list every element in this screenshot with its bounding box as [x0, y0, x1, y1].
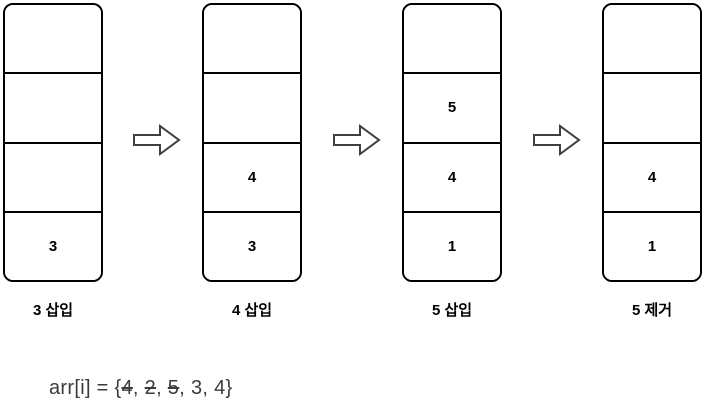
stack-cell: 1 — [604, 210, 700, 280]
stack-label-push-3: 3 삽입 — [32, 302, 74, 319]
stack-column-3: 5 4 1 5 삽입 — [402, 3, 502, 320]
right-block-arrow-icon — [333, 124, 381, 156]
stack-box-2: 4 3 — [202, 3, 302, 282]
stack-cell — [5, 72, 101, 142]
formula-separator: , — [132, 377, 145, 399]
formula-separator: , — [202, 377, 215, 399]
stack-cell — [604, 72, 700, 142]
stack-cell: 3 — [204, 210, 300, 280]
formula-item: 2 — [144, 377, 157, 399]
stack-cell — [204, 72, 300, 142]
stack-cell — [5, 141, 101, 211]
stack-cell: 4 — [404, 141, 500, 211]
stack-box-3: 5 4 1 — [402, 3, 502, 282]
stack-label-pop-5: 5 제거 — [631, 302, 673, 319]
stack-cell — [5, 5, 101, 73]
right-block-arrow-icon — [133, 124, 181, 156]
stack-column-2: 4 3 4 삽입 — [202, 3, 302, 320]
stack-cell — [204, 5, 300, 73]
stack-cell: 5 — [404, 72, 500, 142]
stack-cell: 3 — [5, 210, 101, 280]
stack-cell — [404, 5, 500, 73]
stack-cell: 4 — [204, 141, 300, 211]
stack-cell: 1 — [404, 210, 500, 280]
stack-cell — [604, 5, 700, 73]
array-formula: arr[i] = {4, 2, 5, 3, 4} — [49, 377, 233, 400]
formula-separator: , — [156, 377, 168, 399]
formula-suffix: } — [225, 377, 233, 399]
stack-box-4: 4 1 — [602, 3, 702, 282]
stack-column-4: 4 1 5 제거 — [602, 3, 702, 320]
stack-label-push-5: 5 삽입 — [431, 302, 473, 319]
formula-item: 4 — [214, 377, 226, 399]
stack-label-push-4: 4 삽입 — [231, 302, 273, 319]
stack-box-1: 3 — [3, 3, 103, 282]
formula-item: 5 — [167, 377, 180, 399]
formula-item: 3 — [190, 377, 203, 399]
formula-item: 4 — [121, 377, 133, 399]
stack-column-1: 3 3 삽입 — [3, 3, 103, 320]
stack-cell: 4 — [604, 141, 700, 211]
right-block-arrow-icon — [533, 124, 581, 156]
formula-prefix: arr[i] = { — [49, 377, 122, 399]
formula-separator: , — [179, 377, 191, 399]
